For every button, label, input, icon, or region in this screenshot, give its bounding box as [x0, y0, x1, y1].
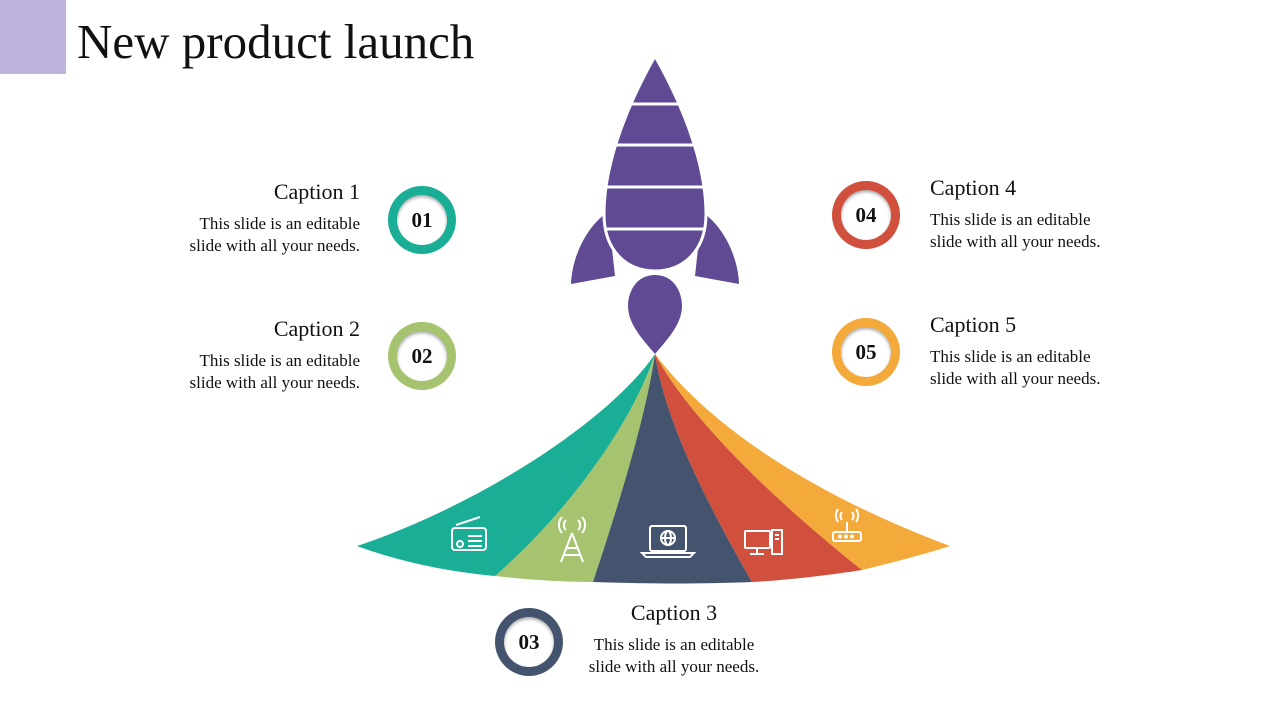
radio-icon — [451, 516, 487, 551]
title-accent-block — [0, 0, 66, 74]
fan-segment-slate — [593, 354, 752, 584]
fan-segment-red — [655, 354, 862, 582]
step-badge-04: 04 — [832, 181, 900, 249]
caption-title: Caption 2 — [273, 316, 360, 341]
fan-segment-orange — [655, 354, 950, 570]
exhaust-fan — [357, 354, 950, 584]
step-number: 02 — [397, 331, 447, 381]
step-number: 04 — [841, 190, 891, 240]
step-number: 01 — [397, 195, 447, 245]
caption-title: Caption 4 — [930, 175, 1017, 200]
desktop-computer-icon — [744, 529, 783, 555]
step-badge-01: 01 — [388, 186, 456, 254]
slide-title: New product launch — [77, 14, 475, 69]
rocket — [571, 52, 739, 354]
fan-segment-green — [495, 354, 655, 582]
caption-title: Caption 1 — [273, 179, 360, 204]
fan-segment-teal — [357, 354, 655, 576]
step-number: 05 — [841, 327, 891, 377]
rocket-flame — [628, 275, 682, 354]
antenna-tower-icon — [558, 516, 586, 563]
step-number: 03 — [504, 617, 554, 667]
caption-title: Caption 3 — [630, 600, 718, 625]
step-badge-02: 02 — [388, 322, 456, 390]
step-badge-05: 05 — [832, 318, 900, 386]
step-badge-03: 03 — [495, 608, 563, 676]
wifi-router-icon — [832, 508, 862, 542]
rocket-body — [602, 52, 708, 273]
caption-title: Caption 5 — [930, 312, 1017, 337]
laptop-globe-icon — [639, 525, 697, 558]
